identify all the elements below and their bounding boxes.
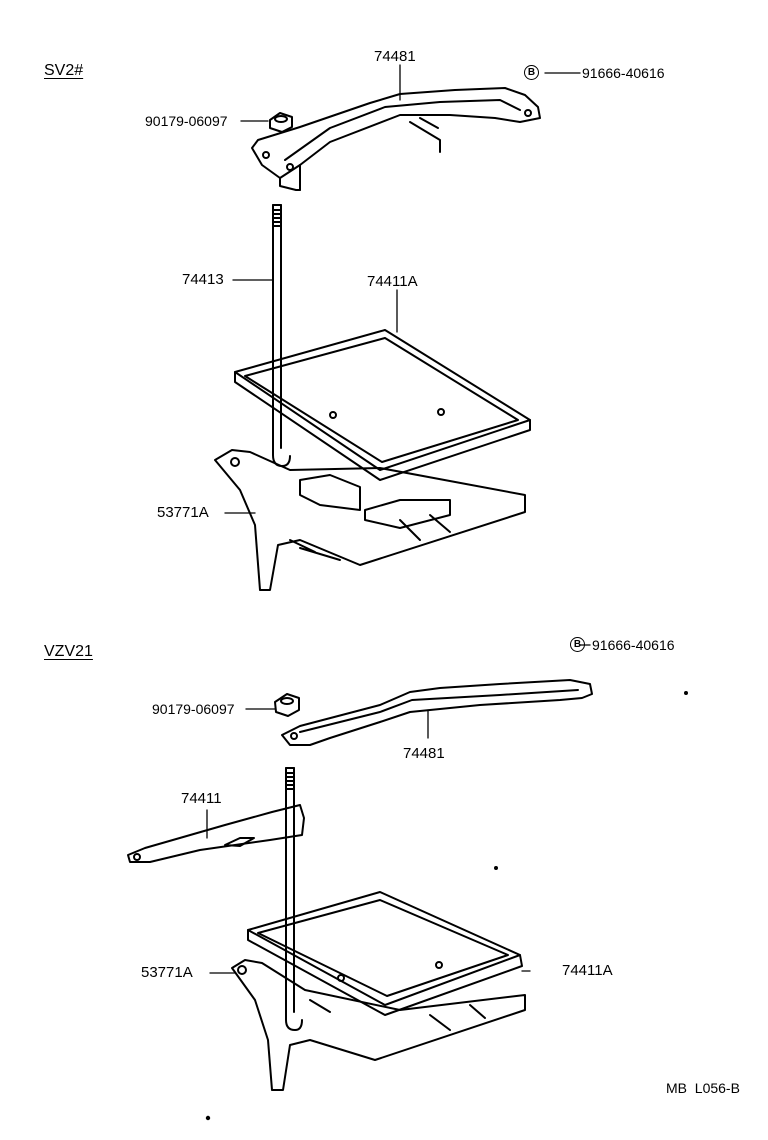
label-90179-06097-top: 90179-06097 <box>145 113 228 129</box>
label-53771A-top: 53771A <box>157 504 209 521</box>
stray-mark <box>205 1115 211 1121</box>
leader-lines <box>206 64 591 974</box>
section-title-vzv21: VZV21 <box>44 643 93 660</box>
label-91666-40616-top: 91666-40616 <box>582 65 665 81</box>
bolt-b-icon-top: B <box>524 65 539 80</box>
section-title-sv2: SV2# <box>44 62 84 79</box>
nut-90179-06097-bottom <box>274 693 300 717</box>
label-53771A-bottom: 53771A <box>141 964 193 981</box>
battery-carrier-53771A-bottom <box>231 959 526 1091</box>
label-74411A-top: 74411A <box>367 273 418 290</box>
hold-down-bracket-74481-top <box>251 87 541 191</box>
bolt-b-icon-bottom: B <box>570 637 585 652</box>
battery-tray-74411A-top <box>234 329 531 481</box>
label-74411: 74411 <box>181 790 222 807</box>
stray-mark <box>684 691 688 695</box>
stray-mark <box>494 866 498 870</box>
diagram-code: MB L056-B <box>666 1080 740 1096</box>
label-90179-06097-bottom: 90179-06097 <box>152 701 235 717</box>
label-74413: 74413 <box>182 271 224 288</box>
clamp-74411 <box>127 804 305 863</box>
battery-tray-74411A-bottom <box>247 891 523 1016</box>
rod-bottom <box>285 767 303 1031</box>
label-74481-bottom: 74481 <box>403 745 445 762</box>
battery-carrier-53771A-top <box>214 449 526 591</box>
rod-74413 <box>272 204 291 467</box>
label-74411A-bottom: 74411A <box>562 962 613 979</box>
nut-90179-06097-top <box>269 112 293 133</box>
label-74481-top: 74481 <box>374 48 416 65</box>
hold-down-bracket-74481-bottom <box>281 679 593 746</box>
label-91666-40616-bottom: 91666-40616 <box>592 637 675 653</box>
